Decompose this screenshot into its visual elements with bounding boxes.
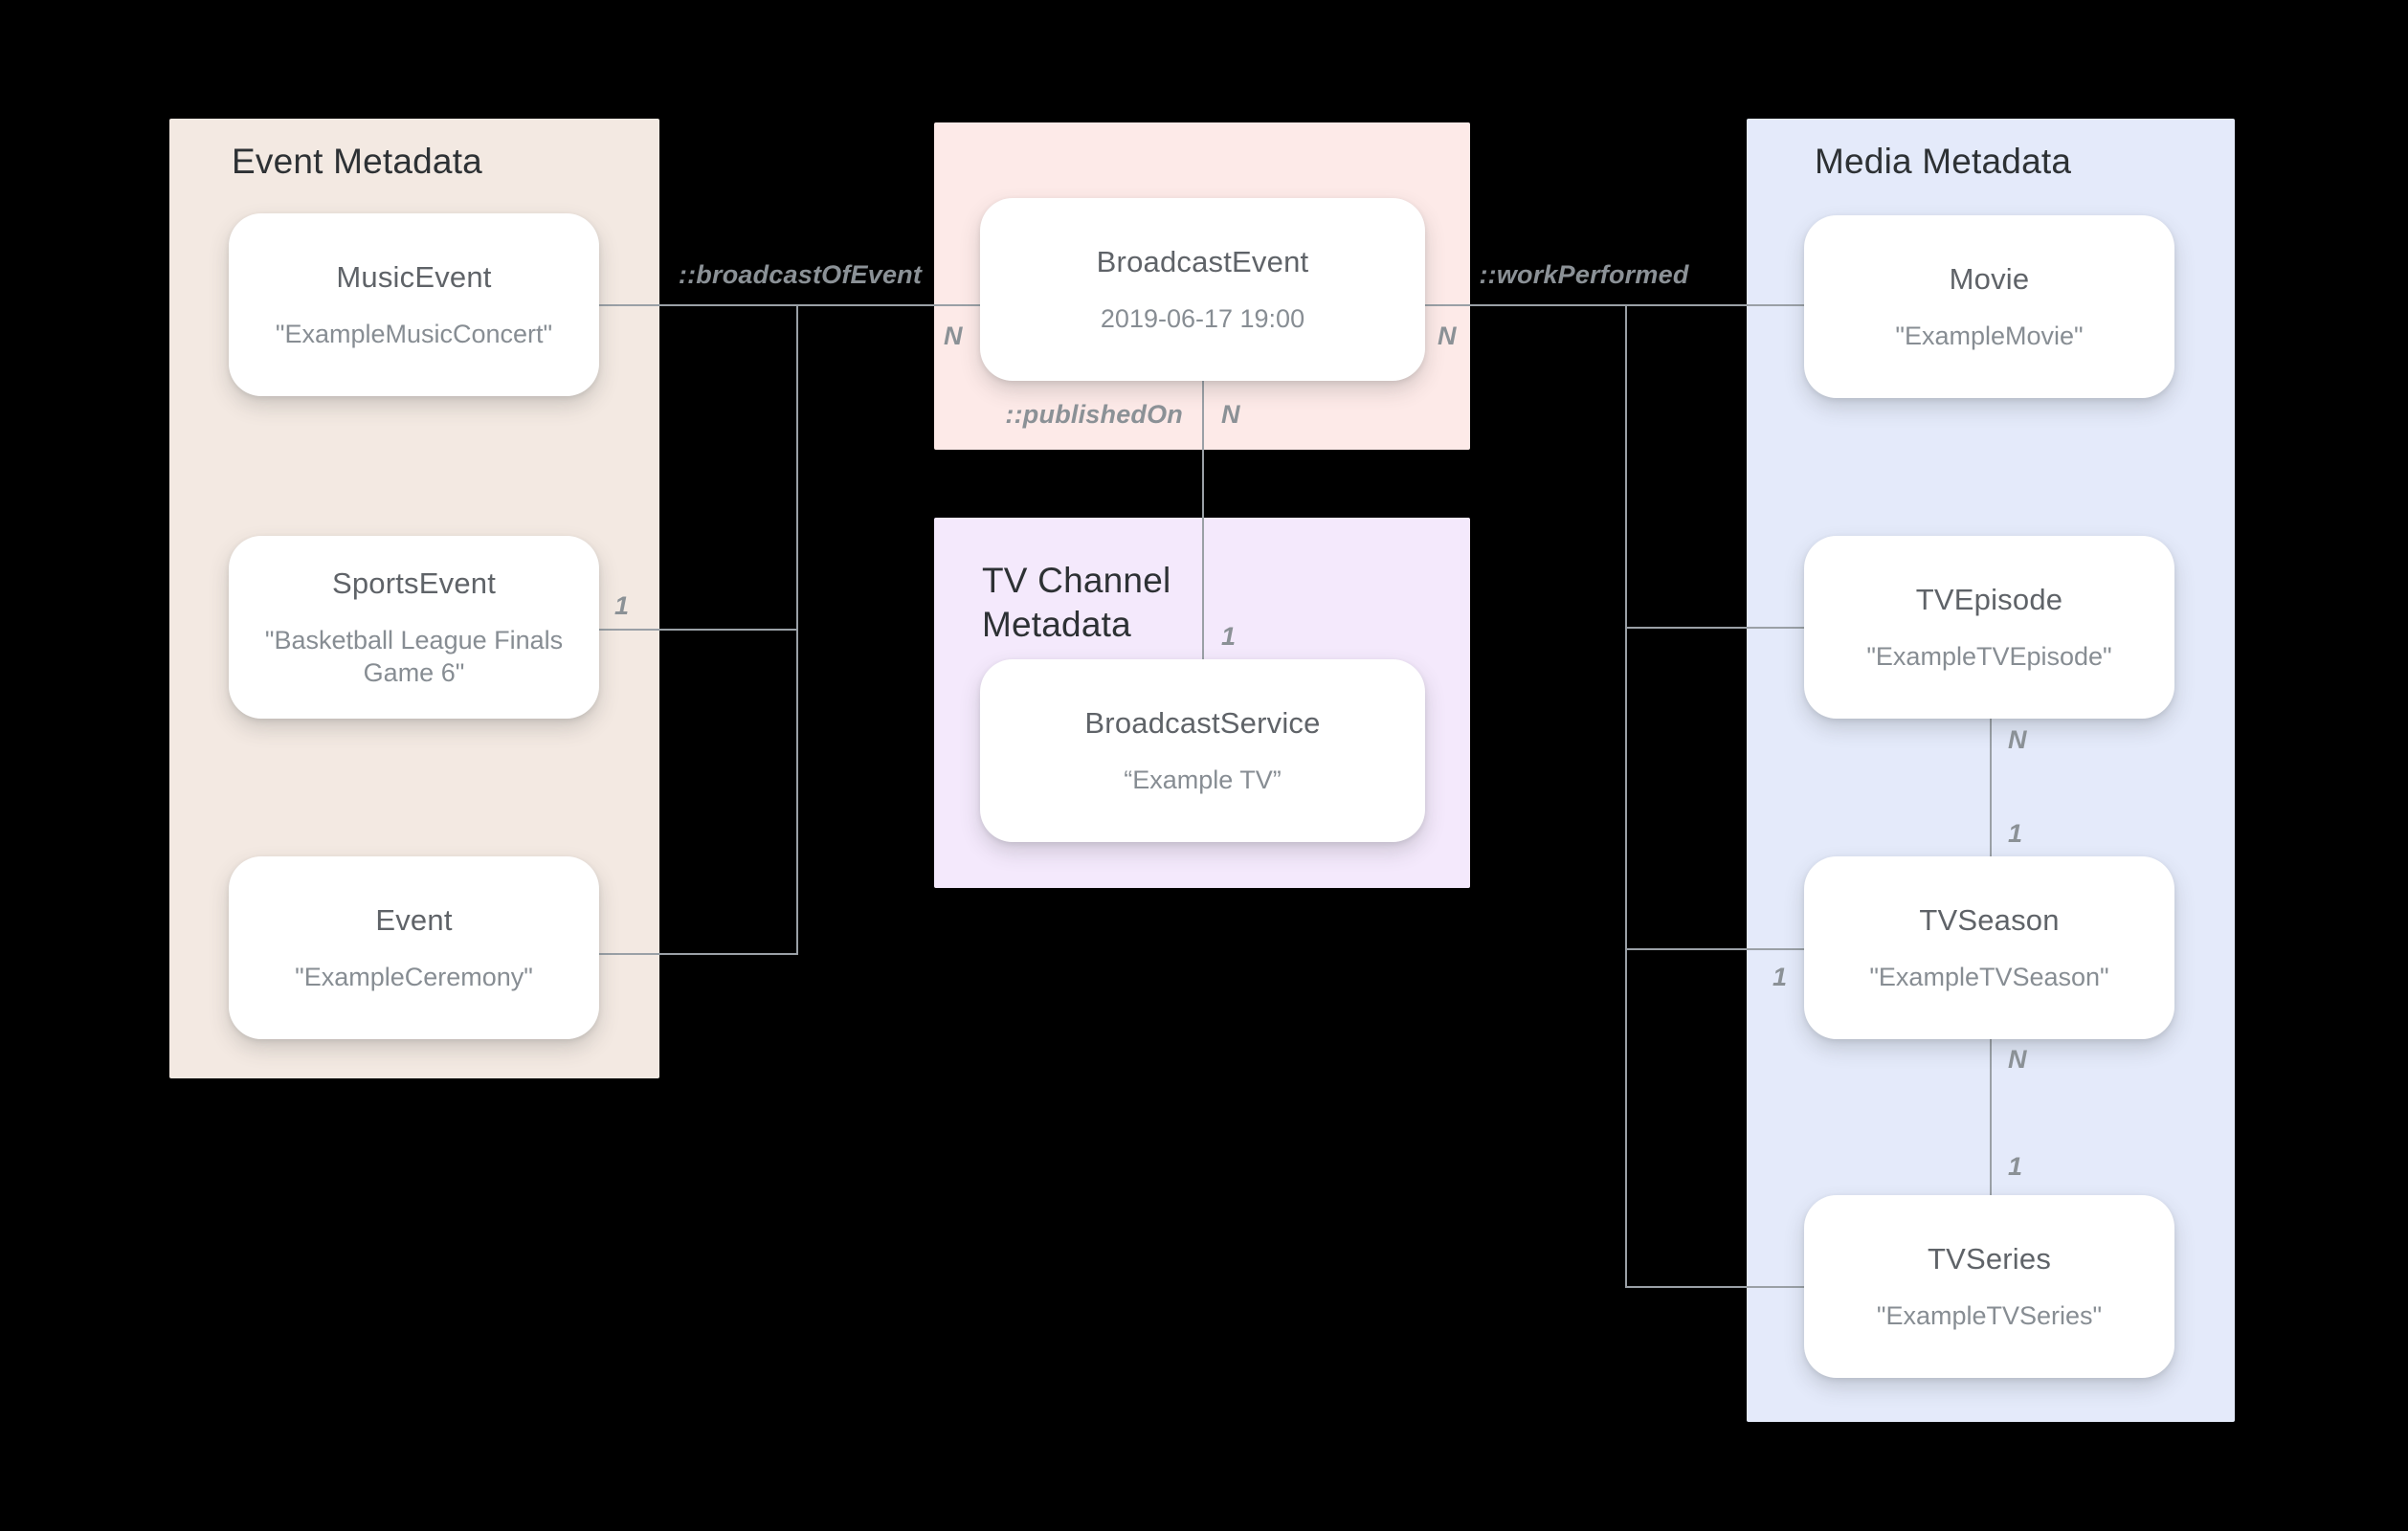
event-metadata-title: Event Metadata	[232, 142, 482, 181]
cardinality-sportsevent-1: 1	[614, 591, 630, 620]
tvseason-value: "ExampleTVSeason"	[1869, 962, 2109, 991]
musicevent-value: "ExampleMusicConcert"	[275, 319, 553, 348]
cardinality-publishedon-1: 1	[1221, 622, 1237, 651]
cardinality-episode-season-n: N	[2008, 725, 2027, 754]
connector-tvseason-tvseries	[1990, 1039, 1992, 1195]
cardinality-publishedon-n: N	[1221, 400, 1240, 429]
tvseason-title: TVSeason	[1919, 902, 2060, 937]
event-card: Event "ExampleCeremony"	[229, 856, 599, 1039]
broadcastservice-card: BroadcastService “Example TV”	[980, 659, 1425, 842]
movie-value: "ExampleMovie"	[1895, 321, 2084, 350]
broadcastservice-value: “Example TV”	[1124, 765, 1282, 794]
sportsevent-card: SportsEvent "Basketball League Finals Ga…	[229, 536, 599, 719]
movie-card: Movie "ExampleMovie"	[1804, 215, 2174, 398]
cardinality-event-to-broadcast-n: N	[944, 322, 963, 350]
cardinality-tvseason-left-1: 1	[1773, 963, 1788, 991]
tvepisode-title: TVEpisode	[1915, 582, 2063, 616]
edge-label-workperformed: ::workPerformed	[1479, 260, 1689, 289]
broadcastservice-title: BroadcastService	[1084, 705, 1321, 740]
event-value: "ExampleCeremony"	[295, 962, 533, 991]
tvseries-title: TVSeries	[1927, 1241, 2052, 1276]
musicevent-title: MusicEvent	[336, 259, 492, 294]
sportsevent-title: SportsEvent	[331, 566, 497, 600]
broadcastevent-title: BroadcastEvent	[1096, 244, 1309, 278]
event-title: Event	[375, 902, 453, 937]
tvseason-card: TVSeason "ExampleTVSeason"	[1804, 856, 2174, 1039]
connector-event-branch	[599, 953, 798, 955]
connector-tvepisode-tvseason	[1990, 719, 1992, 856]
cardinality-broadcast-to-media-n: N	[1438, 322, 1457, 350]
connector-musicevent-broadcastevent	[599, 304, 980, 306]
edge-label-publishedon: ::publishedOn	[1005, 400, 1183, 429]
connector-tvepisode-branch	[1625, 627, 1804, 629]
tv-channel-metadata-title: TV Channel Metadata	[982, 561, 1171, 644]
musicevent-card: MusicEvent "ExampleMusicConcert"	[229, 213, 599, 396]
tvepisode-value: "ExampleTVEpisode"	[1866, 641, 2112, 671]
connector-sportsevent-branch	[599, 629, 798, 631]
tvseries-value: "ExampleTVSeries"	[1876, 1300, 2103, 1330]
media-metadata-title: Media Metadata	[1815, 142, 2072, 181]
connector-publishedon	[1202, 381, 1204, 659]
tvepisode-card: TVEpisode "ExampleTVEpisode"	[1804, 536, 2174, 719]
connector-broadcastevent-movie	[1425, 304, 1804, 306]
connector-media-side-trunk	[1625, 304, 1627, 1287]
sportsevent-value: "Basketball League Finals Game 6"	[264, 625, 564, 687]
cardinality-season-series-1: 1	[2008, 1152, 2023, 1181]
tvseries-card: TVSeries "ExampleTVSeries"	[1804, 1195, 2174, 1378]
broadcastevent-value: 2019-06-17 19:00	[1100, 303, 1305, 333]
connector-tvseason-branch	[1625, 948, 1804, 950]
cardinality-season-series-n: N	[2008, 1045, 2027, 1074]
broadcastevent-card: BroadcastEvent 2019-06-17 19:00	[980, 198, 1425, 381]
connector-tvseries-branch	[1625, 1286, 1804, 1288]
movie-title: Movie	[1949, 261, 2030, 296]
edge-label-broadcastofevent: ::broadcastOfEvent	[678, 260, 923, 289]
cardinality-episode-season-1: 1	[2008, 819, 2023, 848]
